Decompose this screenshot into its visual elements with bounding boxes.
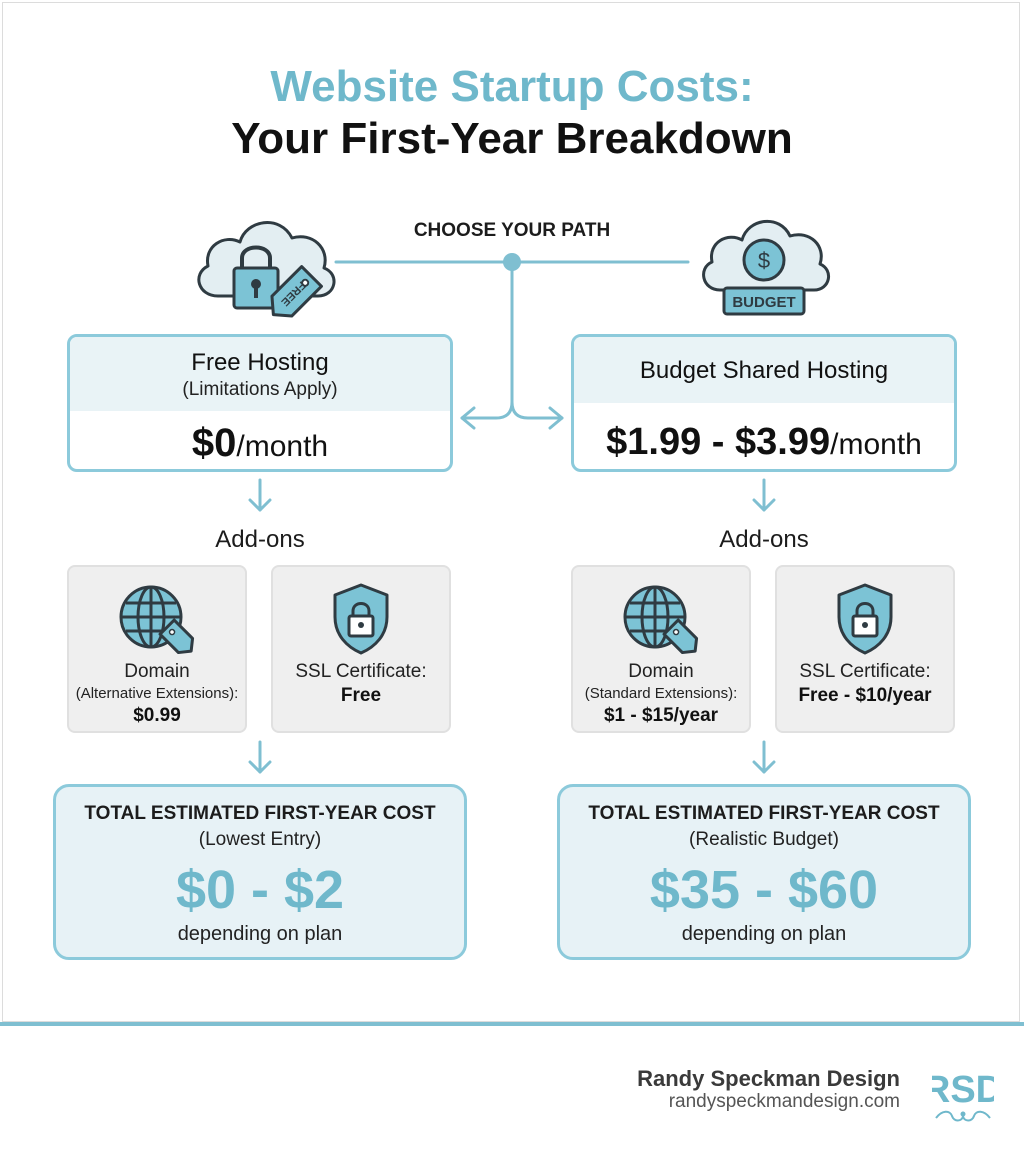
brand-name: Randy Speckman Design (637, 1066, 900, 1091)
budget-plan-price: $1.99 - $3.99 (606, 421, 831, 463)
logo-text: RSD (932, 1069, 994, 1111)
free-addons-heading: Add-ons (215, 526, 305, 553)
free-total-note: depending on plan (177, 923, 343, 945)
globe-tag-icon (623, 585, 699, 655)
budget-plan-name: Budget Shared Hosting (639, 357, 889, 384)
budget-plan-unit: /month (830, 428, 922, 461)
shield-lock-icon (333, 583, 389, 655)
budget-total-note: depending on plan (681, 923, 847, 945)
cloud-budget-icon: $ BUDGET (702, 219, 830, 316)
budget-tag-text: BUDGET (732, 294, 795, 311)
free-ssl-label: SSL Certificate: (295, 661, 427, 682)
free-domain-value: $0.99 (133, 705, 181, 726)
rsd-logo: RSD (932, 1069, 994, 1122)
budget-domain-card: Domain (Standard Extensions): $1 - $15/y… (571, 565, 751, 733)
free-ssl-card: SSL Certificate: Free (271, 565, 451, 733)
budget-domain-label: Domain (628, 661, 694, 682)
free-plan-price: $0 (191, 421, 237, 465)
free-plan-note: (Limitations Apply) (182, 379, 338, 400)
infographic-frame (2, 2, 1020, 1022)
budget-ssl-value: Free - $10/year (798, 685, 932, 706)
free-domain-label: Domain (124, 661, 190, 682)
free-domain-card: Domain (Alternative Extensions): $0.99 (67, 565, 247, 733)
budget-ssl-label: SSL Certificate: (799, 661, 931, 682)
free-plan-unit: /month (236, 430, 329, 463)
budget-ssl-card: SSL Certificate: Free - $10/year (775, 565, 955, 733)
budget-addons-heading: Add-ons (719, 526, 809, 553)
dollar-symbol: $ (758, 248, 770, 273)
free-total-heading: TOTAL ESTIMATED FIRST-YEAR COST (84, 803, 436, 824)
free-total-card: TOTAL ESTIMATED FIRST-YEAR COST (Lowest … (53, 784, 467, 960)
title-line-1: Website Startup Costs: (270, 62, 754, 111)
budget-total-heading: TOTAL ESTIMATED FIRST-YEAR COST (588, 803, 940, 824)
free-plan-name: Free Hosting (191, 349, 329, 376)
globe-tag-icon (119, 585, 195, 655)
brand-url[interactable]: randyspeckmandesign.com (668, 1091, 900, 1112)
cloud-lock-free-icon: FREE (197, 221, 336, 318)
shield-lock-icon (837, 583, 893, 655)
title-line-2: Your First-Year Breakdown (231, 114, 793, 163)
budget-domain-value: $1 - $15/year (603, 705, 719, 726)
free-hosting-card: Free Hosting (Limitations Apply) $0/mont… (67, 334, 453, 472)
footer-divider (0, 1022, 1024, 1026)
budget-plan-price-line: $1.99 - $3.99/month (574, 403, 954, 464)
free-plan-price-line: $0/month (70, 411, 450, 466)
budget-total-range: $35 - $60 (649, 860, 879, 920)
free-ssl-value: Free (340, 685, 382, 706)
budget-total-sub: (Realistic Budget) (689, 829, 839, 850)
free-total-sub: (Lowest Entry) (198, 829, 322, 850)
budget-total-card: TOTAL ESTIMATED FIRST-YEAR COST (Realist… (557, 784, 971, 960)
choose-path-label: CHOOSE YOUR PATH (413, 220, 611, 241)
free-total-range: $0 - $2 (175, 860, 345, 920)
budget-hosting-card: Budget Shared Hosting $1.99 - $3.99/mont… (571, 334, 957, 472)
free-domain-sub: (Alternative Extensions): (75, 685, 239, 702)
budget-domain-sub: (Standard Extensions): (584, 685, 738, 702)
